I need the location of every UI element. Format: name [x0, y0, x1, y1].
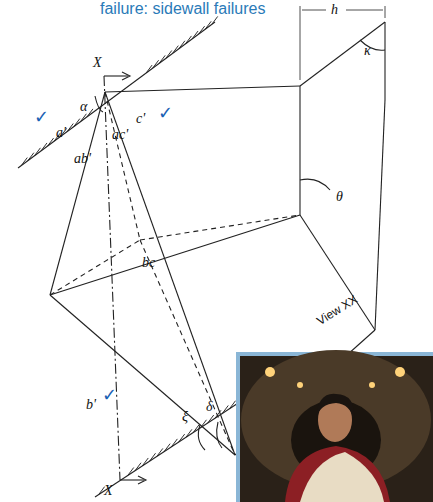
- extrusion-line: [140, 215, 300, 240]
- wedge-edge: [105, 92, 235, 455]
- angle-label: δ: [206, 400, 213, 414]
- video-inset: [236, 350, 433, 502]
- check-mark: ✓: [34, 108, 49, 126]
- section-arrow: [104, 75, 128, 76]
- extrusion-line: [105, 86, 300, 92]
- angle-arc: [217, 422, 222, 448]
- person-saree: [300, 452, 384, 502]
- dimension-label: h: [331, 3, 338, 17]
- section-edge: [300, 22, 385, 86]
- wedge-hidden-edge: [50, 240, 140, 295]
- check-mark: ✓: [102, 386, 117, 404]
- section-arrow: [120, 479, 144, 480]
- face-label: c': [136, 112, 145, 126]
- dimension-line: [346, 10, 383, 11]
- face-label: ab': [74, 152, 91, 166]
- section-arrow: [122, 72, 130, 80]
- angle-label: ξ: [182, 410, 188, 424]
- tunnel-light: [265, 367, 275, 377]
- dimension-line: [302, 10, 326, 11]
- angle-arc: [198, 425, 205, 450]
- face-label: ac': [112, 128, 128, 142]
- face-label: a': [56, 126, 66, 140]
- wedge-edge: [50, 295, 235, 455]
- angle-label: α: [80, 100, 87, 114]
- section-arrow: [138, 476, 146, 484]
- angle-label: κ: [364, 44, 371, 58]
- section-edge: [300, 215, 375, 330]
- section-edge: [375, 100, 385, 330]
- dimension-line: [385, 6, 386, 18]
- person-body: [285, 446, 390, 502]
- angle-arc: [300, 179, 330, 190]
- slope-line: [18, 22, 215, 168]
- angle-label: θ: [336, 190, 343, 204]
- tunnel-light: [297, 382, 303, 388]
- section-mark: X: [93, 56, 102, 70]
- dimension-line: [300, 6, 301, 80]
- wedge-hidden-edge: [140, 240, 235, 455]
- angle-arc: [360, 40, 385, 50]
- face-label: bc: [142, 256, 155, 270]
- angle-arc: [95, 96, 103, 112]
- tunnel-light: [369, 382, 375, 388]
- tunnel-light: [395, 367, 405, 377]
- wedge-hidden-edge: [105, 92, 140, 240]
- face-label: b': [86, 398, 96, 412]
- wedge-edge: [50, 92, 105, 295]
- slide-title: failure: sidewall failures: [100, 0, 265, 18]
- section-edge: [299, 86, 300, 215]
- view-label: View XX: [315, 293, 360, 327]
- person-hair: [316, 394, 354, 420]
- section-mark: X: [104, 484, 113, 498]
- check-mark: ✓: [158, 104, 173, 122]
- extrusion-line: [50, 215, 300, 295]
- section-edge: [384, 22, 385, 100]
